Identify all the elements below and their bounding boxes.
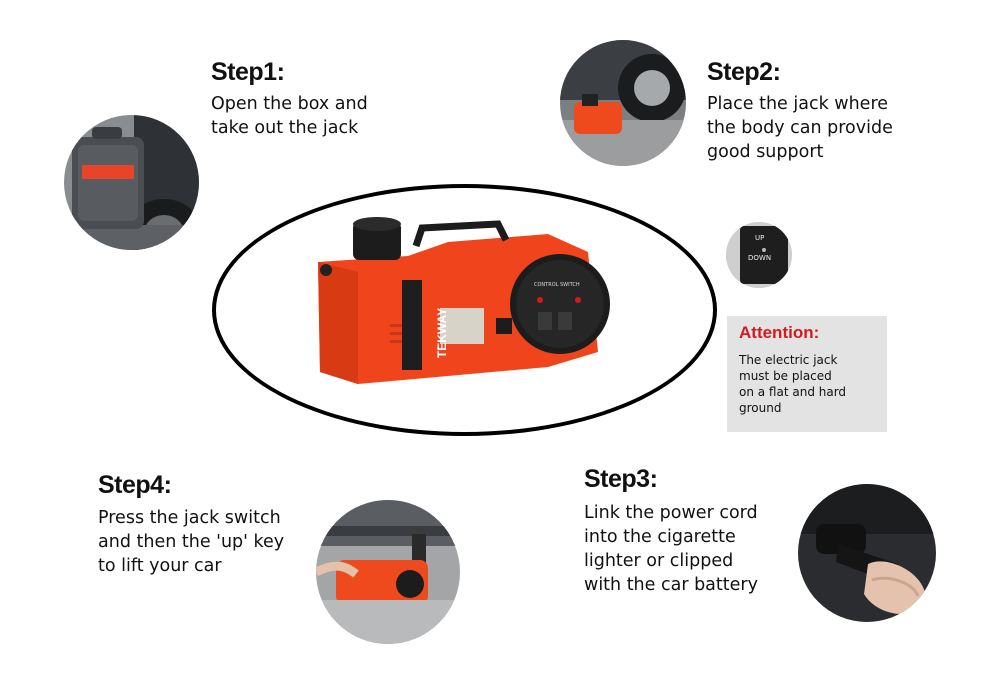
attention-title: Attention: [739, 323, 820, 342]
step1-title: Step1: [211, 58, 285, 86]
switch-up-label: UP [755, 234, 765, 242]
electric-jack-product-image: TEKWAY CONTROL SWITCH [298, 212, 618, 392]
step2-photo-jack-under-car [560, 40, 686, 166]
jack-brand-label: TEKWAY [435, 307, 449, 359]
step1-photo-jack-case [64, 115, 199, 250]
up-down-switch-detail: UP DOWN [726, 222, 792, 288]
attention-text: The electric jack must be placed on a fl… [739, 353, 847, 415]
step3-photo-power-plug [798, 484, 936, 622]
jack-control-panel-label: CONTROL SWITCH [534, 282, 580, 288]
step1-text: Open the box and take out the jack [211, 94, 368, 138]
step4-text: Press the jack switch and then the 'up' … [98, 508, 285, 576]
step3-title: Step3: [584, 465, 658, 493]
attention-box: Attention: The electric jack must be pla… [727, 316, 887, 432]
step4-photo-lifting-car [316, 500, 460, 644]
step2-text: Place the jack where the body can provid… [707, 94, 893, 162]
product-highlight-ellipse [212, 184, 717, 436]
step4-title: Step4: [98, 471, 172, 499]
step2-title: Step2: [707, 58, 781, 86]
step3-text: Link the power cord into the cigarette l… [584, 503, 758, 595]
switch-down-label: DOWN [748, 254, 772, 262]
